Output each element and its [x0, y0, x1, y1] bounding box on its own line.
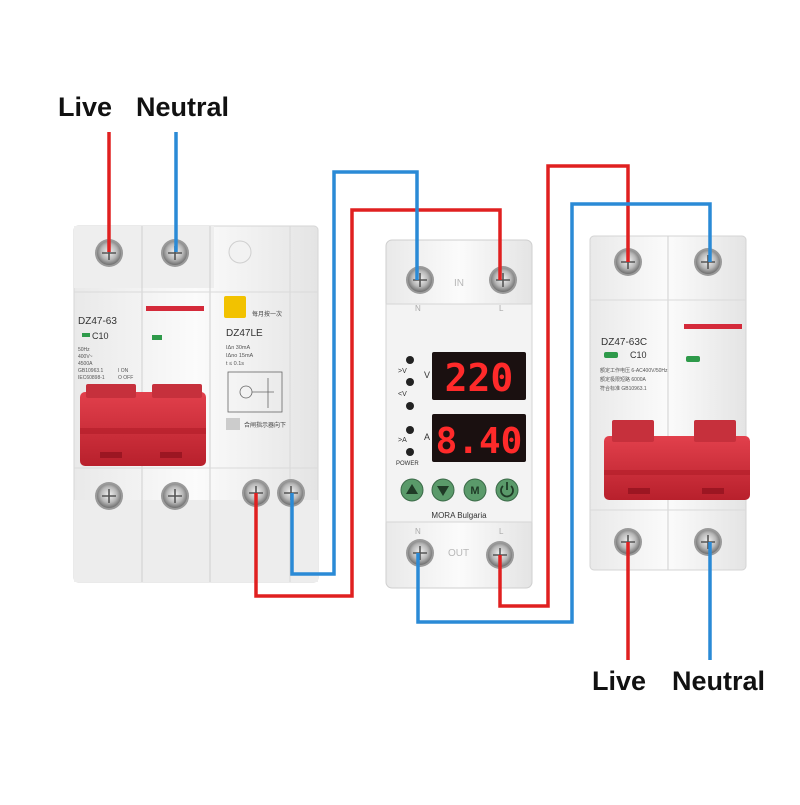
relay-in-terminal-neutral	[405, 265, 435, 295]
relay-indicator-undervolt: <V	[398, 391, 407, 398]
left-breaker-assembly: DZ47-63 C10 50Hz 400V~ 4500A GB10963.1 I…	[73, 225, 319, 583]
rcd-indicator-window	[226, 418, 240, 430]
rcd-spec-3: t ≤ 0.1s	[226, 361, 244, 367]
relay-unit-v: V	[424, 370, 430, 380]
right-breaker-indicator-2	[686, 356, 700, 362]
right-breaker-indicator	[604, 352, 618, 358]
right-breaker-spec-1: 额定工作电压 6-AC400V/50Hz	[600, 367, 668, 374]
relay-in-terminal-live	[488, 265, 518, 295]
incoming-live-label: Live	[58, 92, 113, 122]
right-breaker-spec-3: 符合标准 GB10963.1	[600, 385, 647, 392]
left-breaker-indicator-2	[152, 335, 162, 340]
rcd-circuit-symbol	[227, 371, 283, 413]
relay-bottom-terminal-n: N	[415, 527, 421, 536]
rcd-spec-1: IΔn 30mA	[226, 345, 250, 351]
left-breaker-spec-1: 50Hz	[78, 347, 90, 353]
outgoing-neutral-label: Neutral	[672, 666, 766, 696]
relay-brand: MORA Bulgaria	[431, 511, 487, 520]
relay-out-label: OUT	[448, 548, 469, 559]
right-breaker-bottom-screw-neutral	[693, 527, 723, 557]
right-breaker-model: DZ47-63C	[601, 337, 647, 348]
relay-indicator-column	[406, 356, 414, 456]
outgoing-live-label: Live	[592, 666, 647, 696]
relay-indicator-power: POWER	[396, 461, 419, 467]
left-breaker-model: DZ47-63	[78, 316, 117, 327]
relay-mode-button[interactable]: M	[463, 478, 487, 502]
left-breaker-spec-2: 400V~	[78, 354, 93, 360]
left-breaker-bottom-screw-2	[160, 481, 190, 511]
current-display-reading: 8.40	[436, 421, 523, 462]
relay-up-button[interactable]	[400, 478, 424, 502]
right-breaker-top-screw-neutral	[693, 247, 723, 277]
rcd-model: DZ47LE	[226, 328, 263, 339]
left-breaker-rating: C10	[92, 331, 109, 341]
relay-to-breaker-neutral-wire	[416, 202, 712, 624]
rcd-to-relay-live-wire	[254, 208, 502, 598]
rcd-footer: 合闸指示器向下	[244, 421, 286, 429]
left-breaker-spec-5: IEC60898-1	[78, 375, 105, 381]
incoming-neutral-label: Neutral	[136, 92, 230, 122]
current-display	[432, 414, 526, 462]
rcd-test-button[interactable]	[224, 296, 246, 318]
right-breaker: DZ47-63C C10 额定工作电压 6-AC400V/50Hz 额定极限短路…	[589, 235, 750, 571]
relay-out-terminal-neutral	[405, 538, 435, 568]
right-breaker-spec-2: 额定极限短路 6000A	[600, 376, 647, 383]
left-breaker-handle[interactable]	[80, 384, 206, 466]
relay-bottom-terminal-l: L	[499, 527, 504, 536]
voltage-display	[432, 352, 526, 400]
relay-power-button[interactable]	[495, 478, 519, 502]
relay-to-breaker-live-wire	[498, 164, 630, 608]
rcd-top-hole	[228, 240, 252, 264]
rcd-test-note: 每月按一次	[252, 310, 282, 318]
relay-button-row: M	[400, 478, 519, 502]
left-breaker-red-stripe	[146, 306, 204, 311]
right-breaker-red-stripe	[684, 324, 742, 329]
right-breaker-rating: C10	[630, 350, 647, 360]
relay-indicator-overvolt: >V	[398, 368, 407, 375]
left-breaker-bottom-screw-1	[94, 481, 124, 511]
up-arrow-icon	[406, 484, 418, 494]
rcd-spec-2: IΔno 15mA	[226, 353, 254, 359]
rcd-to-relay-neutral-wire	[290, 170, 419, 576]
right-breaker-handle[interactable]	[604, 420, 750, 500]
voltage-display-reading: 220	[445, 356, 514, 400]
left-breaker-on-label: I ON	[118, 368, 129, 374]
left-breaker-indicator	[82, 333, 90, 337]
relay-mode-label: M	[470, 485, 479, 497]
relay-indicator-overcurrent: >A	[398, 437, 407, 444]
left-breaker-off-label: O OFF	[118, 375, 133, 381]
relay-unit-a: A	[424, 432, 430, 442]
left-breaker-spec-3: 4500A	[78, 361, 93, 367]
relay-top-terminal-n: N	[415, 304, 421, 313]
relay-top-terminal-l: L	[499, 304, 504, 313]
wires	[107, 132, 712, 660]
left-breaker-spec-4: GB10963.1	[78, 368, 104, 374]
down-arrow-icon	[437, 486, 449, 496]
voltage-relay: IN N L >V <V >A POWER V A 220 8.40	[385, 239, 533, 589]
power-icon	[500, 485, 514, 498]
relay-in-label: IN	[454, 278, 464, 289]
relay-down-button[interactable]	[431, 478, 455, 502]
